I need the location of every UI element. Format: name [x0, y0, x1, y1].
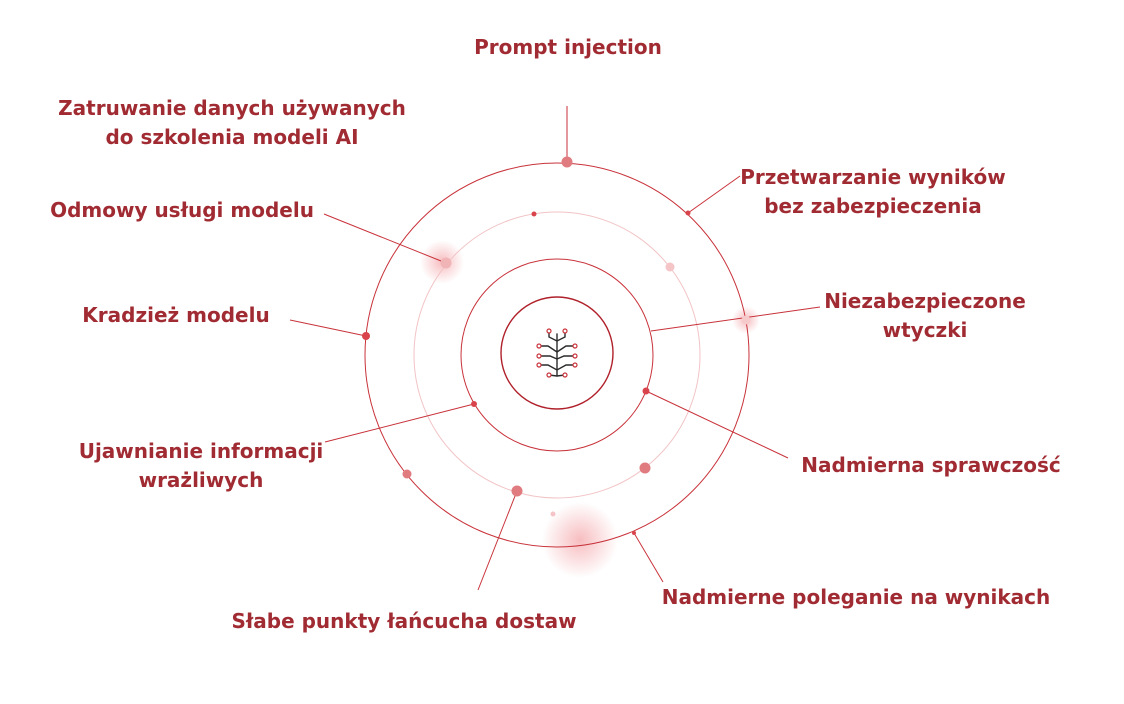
- label-line: Zatruwanie danych używanych: [58, 96, 406, 120]
- label-line: do szkolenia modeli AI: [105, 125, 359, 149]
- connector-sensitive-disclosure: [324, 403, 475, 443]
- connector-excessive-agency: [645, 390, 789, 459]
- node: [402, 469, 412, 479]
- label-line: Nadmierne poleganie na wynikach: [661, 585, 1051, 609]
- node: [665, 262, 675, 272]
- threat-label-data-poisoning: Zatruwanie danych używanych do szkolenia…: [58, 94, 406, 152]
- label-line: bez zabezpieczenia: [764, 194, 982, 218]
- node: [531, 211, 537, 217]
- orbit-outer: [364, 162, 750, 548]
- node: [561, 156, 573, 168]
- label-line: Przetwarzanie wyników: [740, 165, 1006, 189]
- connector-model-theft: [289, 319, 367, 337]
- node: [440, 257, 452, 269]
- connector-overreliance: [633, 532, 664, 583]
- circuit-tree-icon: [536, 328, 578, 378]
- label-line: Kradzież modelu: [82, 303, 270, 327]
- orbit-inner: [500, 296, 614, 410]
- threat-label-overreliance: Nadmierne poleganie na wynikach: [662, 583, 1051, 612]
- label-line: Odmowy usługi modelu: [50, 198, 314, 222]
- label-line: Niezabezpieczone: [824, 289, 1026, 313]
- label-line: Prompt injection: [474, 35, 662, 59]
- node: [362, 332, 370, 340]
- orbit-middle: [460, 258, 654, 452]
- node: [685, 210, 691, 216]
- threat-label-supply-chain: Słabe punkty łańcucha dostaw: [231, 607, 576, 636]
- connector-insecure-output: [687, 175, 741, 214]
- glow-spot: [542, 502, 618, 578]
- threat-label-sensitive-disclosure: Ujawnianie informacji wrażliwych: [79, 437, 324, 495]
- node: [471, 401, 477, 407]
- connector-model-dos: [323, 213, 447, 264]
- threat-label-model-dos: Odmowy usługi modelu: [50, 196, 314, 225]
- label-line: wtyczki: [882, 318, 968, 342]
- node: [642, 387, 650, 395]
- label-line: Ujawnianie informacji: [78, 439, 324, 463]
- threat-label-insecure-plugins: Niezabezpieczone wtyczki: [824, 287, 1026, 345]
- node: [511, 485, 523, 497]
- label-line: Słabe punkty łańcucha dostaw: [231, 609, 577, 633]
- label-line: Nadmierna sprawczość: [801, 453, 1061, 477]
- node: [741, 315, 751, 325]
- node: [639, 462, 651, 474]
- threat-label-model-theft: Kradzież modelu: [82, 301, 269, 330]
- label-line: wrażliwych: [138, 468, 264, 492]
- connector-insecure-plugins: [650, 306, 821, 332]
- threat-label-prompt-injection: Prompt injection: [474, 33, 662, 62]
- orbit-faint: [413, 211, 701, 499]
- node: [632, 531, 636, 535]
- threat-label-excessive-agency: Nadmierna sprawczość: [801, 451, 1060, 480]
- threat-label-insecure-output: Przetwarzanie wyników bez zabezpieczenia: [740, 163, 1005, 221]
- node: [550, 511, 556, 517]
- connector-supply-chain: [477, 490, 518, 591]
